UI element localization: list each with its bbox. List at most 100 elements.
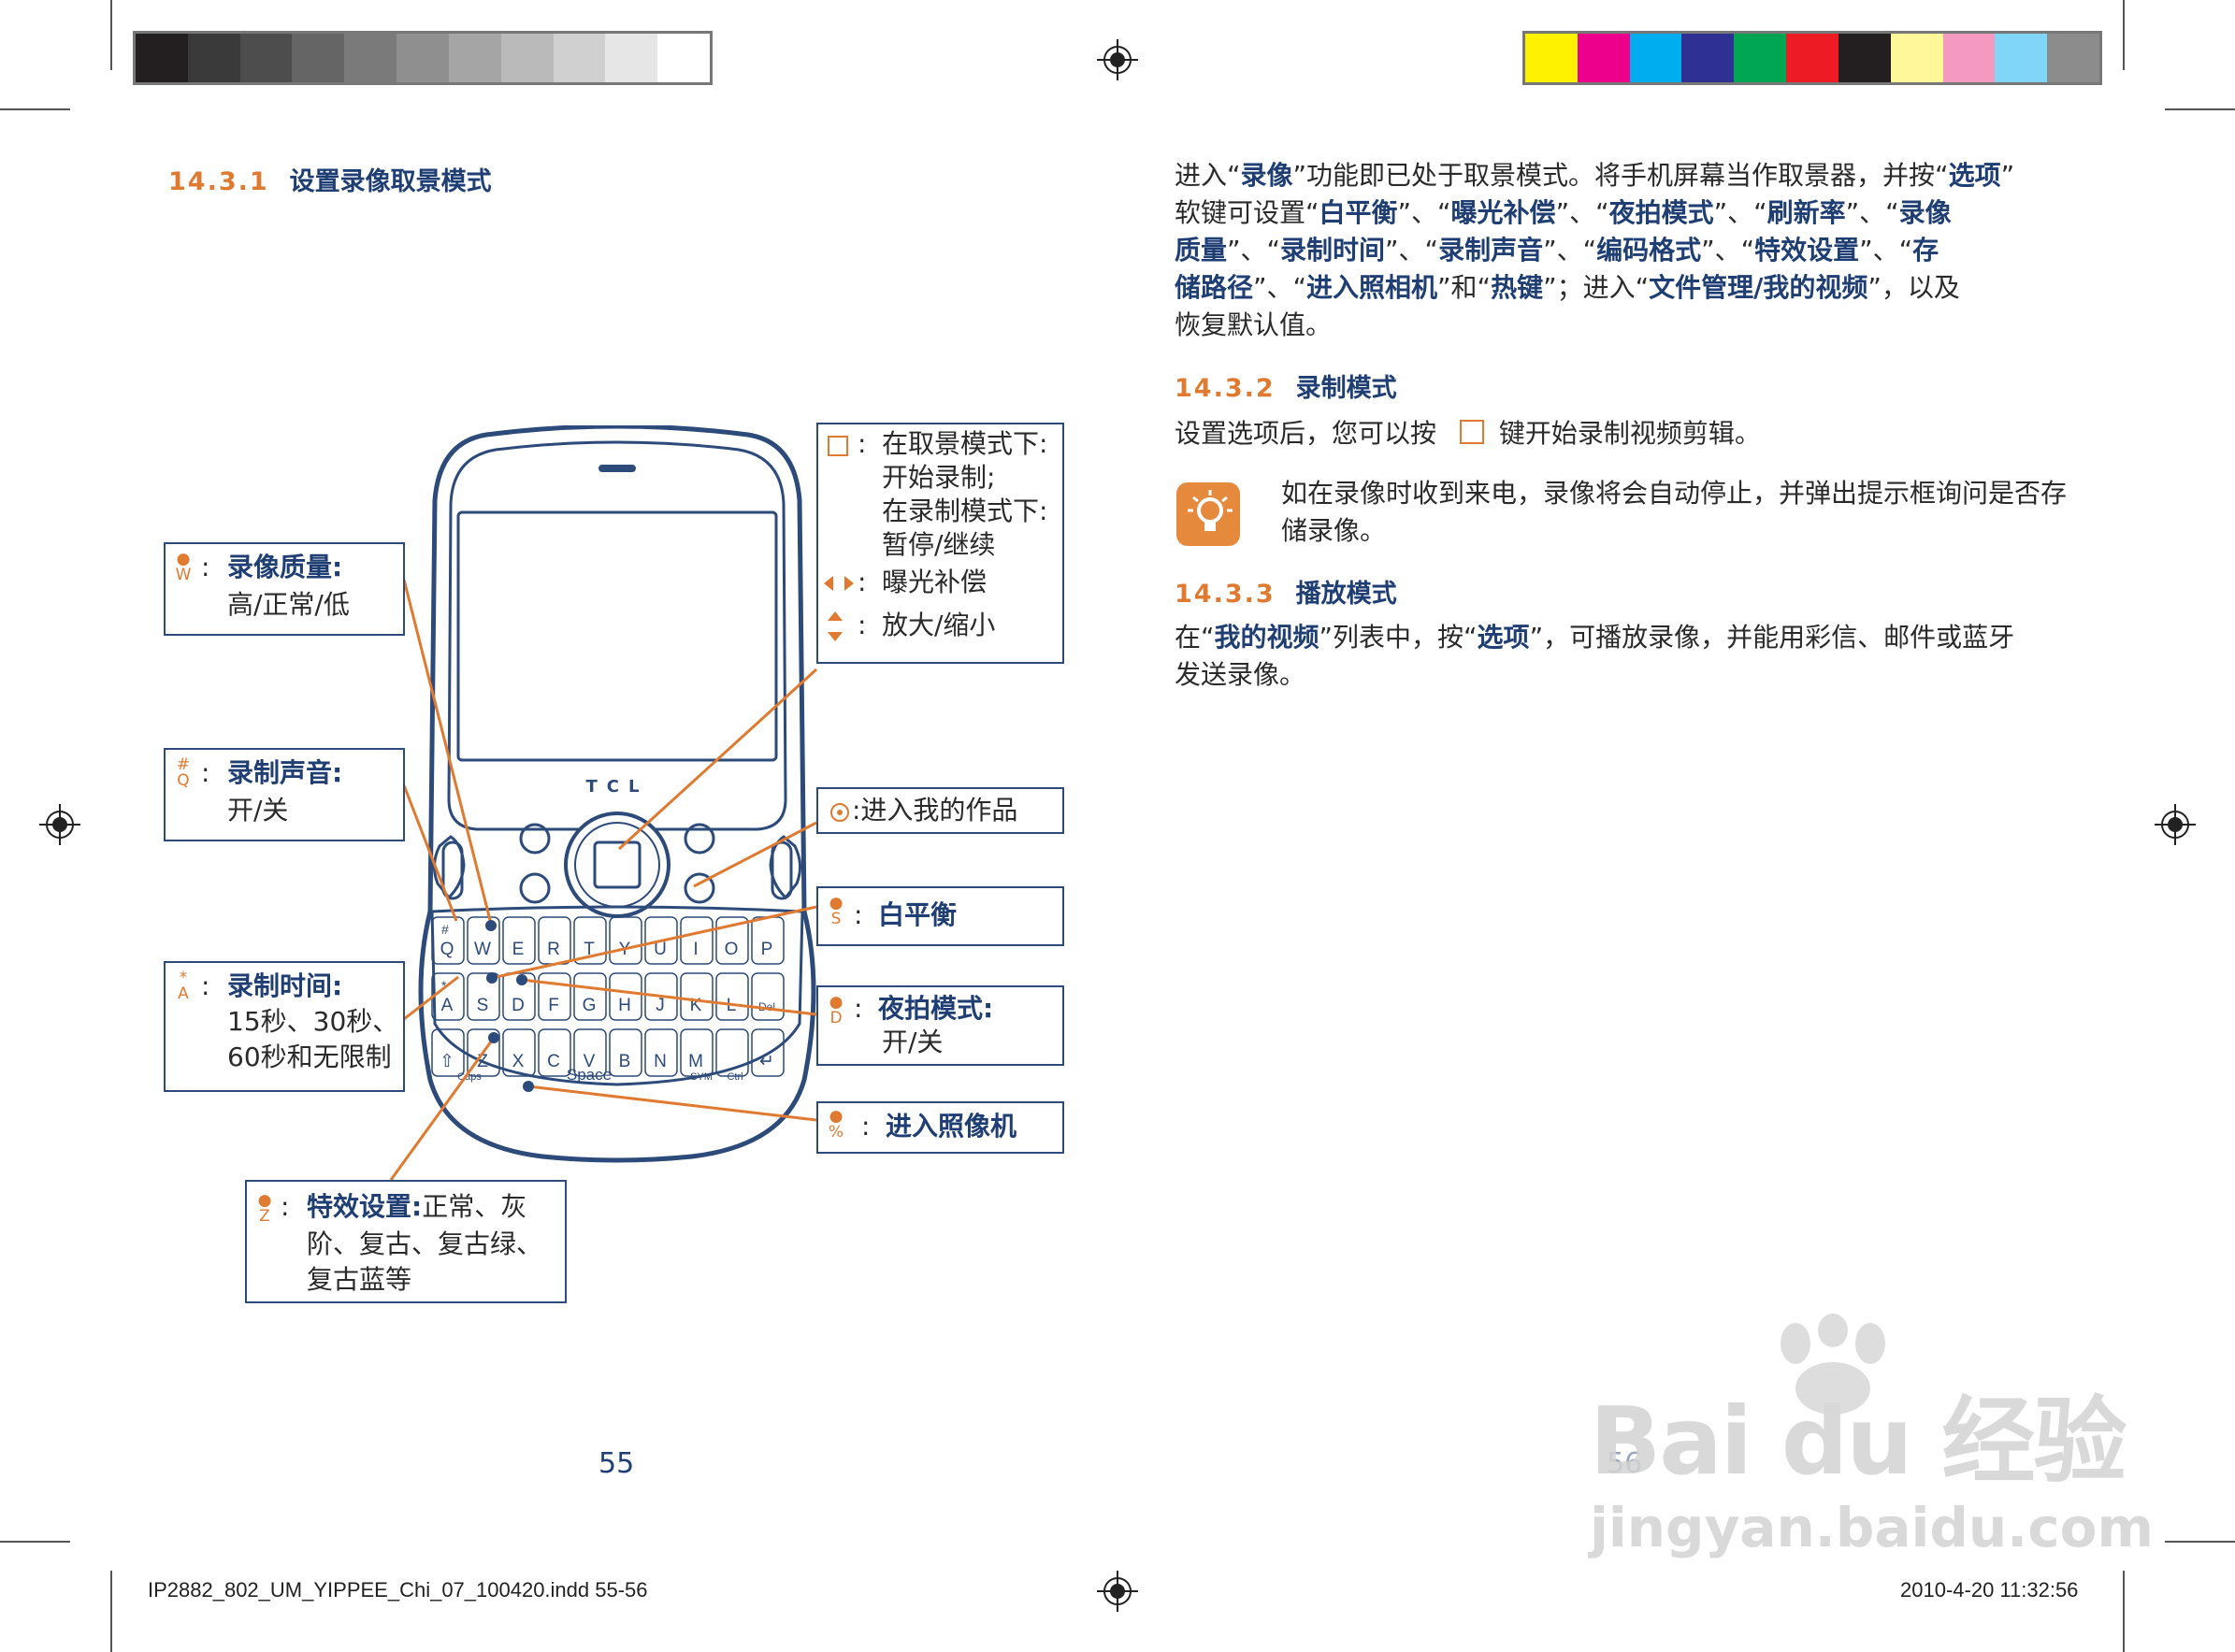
tip-line: 储录像。 — [1281, 515, 1387, 546]
registration-mark-icon — [2155, 804, 2196, 845]
bold-run: 白平衡 — [1319, 197, 1398, 228]
text-run: ”、“ — [1253, 272, 1307, 303]
keyboard-key — [751, 1028, 785, 1077]
keyboard-key-label: B — [619, 1052, 631, 1071]
color-swatch — [605, 34, 658, 82]
text-run: ”、“ — [1701, 235, 1755, 266]
keyboard-key — [680, 916, 714, 965]
crop-mark — [2123, 1571, 2125, 1652]
callout-nav-keys: : 在取景模式下: 开始录制; 在录制模式下: 暂停/继续 : 曝光补偿 : 放… — [816, 423, 1064, 664]
bold-run: 我的视频 — [1214, 622, 1319, 653]
callout-video-quality: ●W : 录像质量: 高/正常/低 — [164, 542, 405, 636]
color-swatch — [239, 34, 293, 82]
text-run: ”列表中，按“ — [1319, 622, 1478, 653]
text-run: 软键可设置“ — [1175, 197, 1319, 228]
keyboard-key-label: Ctrl — [727, 1071, 743, 1083]
keyboard-key — [431, 1028, 465, 1077]
color-swatch — [1786, 34, 1838, 82]
text-run: ”、“ — [1397, 197, 1451, 228]
callout-text: 在取景模式下: — [882, 428, 1048, 459]
section2-text-before: 设置选项后，您可以按 — [1175, 418, 1437, 449]
color-swatch-strip — [1522, 31, 2102, 85]
intro-line: 质量”、“录制时间”、“录制声音”、“编码格式”、“特效设置”、“存 — [1175, 232, 2072, 269]
callout-text: 放大/缩小 — [882, 610, 996, 640]
color-swatch — [1629, 34, 1682, 82]
callout-record-time: *A : 录制时间: 15秒、30秒、 60秒和无限制 — [164, 961, 405, 1092]
keyboard-key — [609, 1028, 642, 1077]
text-run: ”功能即已处于取景模式。将手机屏幕当作取景器，并按“ — [1292, 160, 1949, 191]
keyboard-key — [715, 916, 749, 965]
text-run: ”、“ — [1713, 197, 1767, 228]
keyboard-key-label: U — [654, 940, 667, 959]
square-key-icon — [828, 436, 848, 456]
color-swatch — [136, 34, 188, 82]
keyboard-key-label: T — [584, 940, 595, 959]
colon: : — [201, 970, 210, 1001]
keyboard-key-label: N — [654, 1052, 667, 1071]
bold-run: 录制时间 — [1280, 235, 1386, 266]
callout-title: 夜拍模式: — [878, 993, 994, 1024]
keyboard-key — [538, 1028, 571, 1077]
colon: : — [854, 993, 863, 1024]
keyboard-key — [467, 1028, 500, 1077]
bold-run: 录制声音 — [1438, 235, 1544, 266]
color-swatch — [1525, 34, 1578, 82]
key-d-icon: ●D — [829, 993, 844, 1027]
keyboard-key-label: C — [547, 1052, 560, 1071]
color-swatch — [448, 34, 501, 82]
bold-run: 选项 — [1477, 622, 1530, 653]
callout-text: 复古蓝等 — [307, 1264, 412, 1295]
key-w-icon: ●W — [175, 550, 192, 584]
keyboard-key-label: H — [618, 996, 631, 1015]
bold-run: 编码格式 — [1596, 235, 1702, 266]
color-swatch — [1995, 34, 2048, 82]
keyboard-key — [715, 972, 749, 1021]
keyboard-key-label: F — [548, 996, 559, 1015]
section3-line: 在“我的视频”列表中，按“选项”，可播放录像，并能用彩信、邮件或蓝牙 — [1175, 619, 2072, 656]
keyboard-key — [573, 916, 607, 965]
intro-line: 进入“录像”功能即已处于取景模式。将手机屏幕当作取景器，并按“选项” — [1175, 157, 2072, 194]
callout-text: :进入我的作品 — [852, 795, 1018, 826]
color-swatch — [292, 34, 345, 82]
tip-line: 如在录像时收到来电，录像将会自动停止，并弹出提示框询问是否存 — [1281, 478, 2068, 509]
keyboard-key-label: G — [583, 996, 597, 1015]
bold-run: 储路径 — [1175, 272, 1254, 303]
callout-title: 录制声音: — [227, 757, 343, 788]
colon: : — [201, 757, 210, 788]
callout-my-works: :进入我的作品 — [816, 787, 1064, 834]
text-run: ”，以及 — [1867, 272, 1960, 303]
section-title: 录制模式 — [1295, 374, 1397, 403]
callout-camera: ●% : 进入照像机 — [816, 1101, 1064, 1154]
text-run: ”，可播放录像，并能用彩信、邮件或蓝牙 — [1529, 622, 2015, 653]
bold-run: 存 — [1912, 235, 1939, 266]
color-swatch — [1577, 34, 1630, 82]
bold-run: 进入照相机 — [1306, 272, 1438, 303]
color-swatch — [1681, 34, 1735, 82]
keyboard-key-label: W — [474, 940, 491, 959]
footer-filename: IP2882_802_UM_YIPPEE_Chi_07_100420.indd … — [148, 1578, 648, 1602]
crop-mark — [110, 1571, 112, 1652]
section3-paragraph: 在“我的视频”列表中，按“选项”，可播放录像，并能用彩信、邮件或蓝牙 发送录像。 — [1175, 619, 2072, 694]
callout-title: 白平衡 — [878, 899, 958, 930]
keyboard-key — [467, 916, 500, 965]
keyboard-key — [467, 972, 500, 1021]
keyboard-key — [573, 1028, 607, 1077]
keyboard-key-label: ⇧ — [440, 1052, 454, 1071]
key-s-icon: ●S — [829, 894, 844, 928]
crop-mark — [0, 1541, 70, 1543]
colon: : — [861, 1111, 871, 1142]
section-number: 14.3.3 — [1175, 580, 1276, 609]
keyboard-key — [751, 972, 785, 1021]
up-down-arrow-icon — [828, 611, 843, 641]
key-q-icon: #Q — [176, 755, 191, 790]
keyboard-key-label: Space — [567, 1066, 612, 1084]
bold-run: 夜拍模式 — [1608, 197, 1714, 228]
text-run: ”、“ — [1385, 235, 1439, 266]
section-title: 设置录像取景模式 — [289, 167, 492, 196]
color-swatch — [657, 34, 710, 82]
keyboard-key-label: P — [761, 940, 773, 959]
section-number: 14.3.1 — [168, 167, 269, 196]
colon: : — [201, 552, 210, 582]
text-run: 恢复默认值。 — [1175, 309, 1333, 340]
